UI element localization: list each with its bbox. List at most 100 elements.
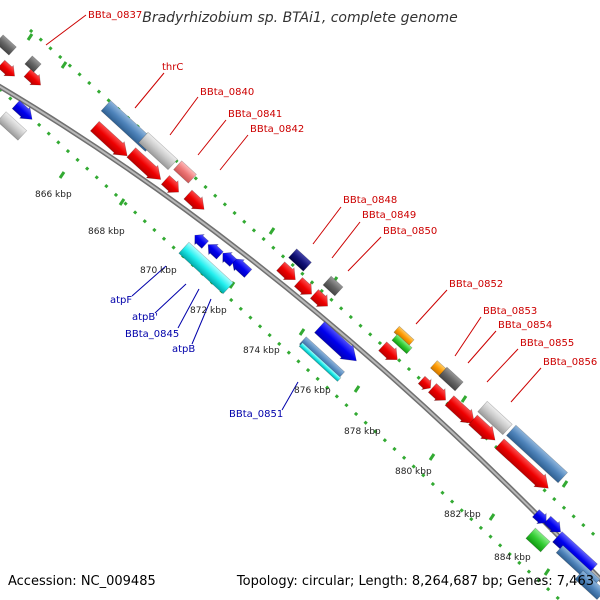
gene-feature[interactable] (444, 394, 481, 430)
tick-minor-6 (488, 513, 496, 521)
gene-label[interactable]: thrC (162, 62, 183, 73)
label-leader-lines (45, 14, 542, 411)
gene-feature[interactable] (173, 160, 197, 184)
gene-feature[interactable] (227, 253, 253, 279)
gene-label[interactable]: BBta_0851 (229, 409, 283, 420)
leader-line (467, 330, 497, 364)
tick-major-2 (268, 227, 276, 235)
leader-line (454, 316, 482, 357)
gene-feature[interactable] (275, 260, 301, 285)
gene-feature[interactable] (178, 241, 234, 295)
map-title: Bradyrhizobium sp. BTAi1, complete genom… (142, 10, 458, 26)
gene-feature[interactable] (293, 276, 317, 300)
gene-label[interactable]: atpF (110, 295, 132, 306)
gene-label[interactable]: BBta_0841 (228, 109, 282, 120)
accession-text: Accession: NC_009485 (8, 574, 156, 589)
gene-features[interactable] (0, 34, 600, 600)
gene-feature[interactable] (525, 527, 551, 553)
gene-feature[interactable] (322, 275, 344, 297)
tick-minor-5 (428, 453, 436, 461)
gene-feature[interactable] (138, 131, 178, 171)
scale-tick-label: 872 kbp (190, 306, 227, 316)
gene-label[interactable]: BBta_0842 (250, 124, 304, 135)
leader-line (219, 134, 249, 171)
leader-line (510, 367, 542, 403)
gene-feature[interactable] (190, 230, 210, 250)
gene-label[interactable]: BBta_0855 (520, 338, 574, 349)
gene-feature[interactable] (531, 508, 551, 528)
gene-feature[interactable] (11, 99, 37, 125)
gene-feature[interactable] (288, 248, 312, 272)
gene-feature[interactable] (313, 320, 363, 368)
leader-line (191, 298, 212, 345)
gene-feature[interactable] (467, 414, 501, 447)
leader-line (134, 72, 165, 109)
gene-feature[interactable] (506, 424, 568, 484)
leader-line (169, 96, 199, 136)
tick-minor-0 (58, 171, 66, 179)
gene-feature[interactable] (160, 174, 184, 198)
gene-feature[interactable] (0, 59, 19, 81)
gene-feature[interactable] (126, 146, 167, 186)
scale-tick-label: 884 kbp (494, 553, 531, 563)
gene-feature[interactable] (218, 248, 238, 268)
scale-tick-label: 882 kbp (444, 510, 481, 520)
tick-major-1 (60, 61, 68, 69)
gene-feature[interactable] (391, 333, 413, 355)
leader-line (331, 221, 361, 259)
gene-feature[interactable] (182, 189, 209, 216)
gene-feature[interactable] (0, 111, 28, 141)
gene-label[interactable]: BBta_0845 (125, 329, 179, 340)
backbone-highlight (0, 85, 600, 581)
scale-tick-label: 878 kbp (344, 427, 381, 437)
gene-feature[interactable] (203, 239, 224, 260)
gene-label[interactable]: BBta_0837 (88, 10, 142, 21)
gene-feature[interactable] (574, 570, 600, 600)
leader-line (197, 119, 227, 156)
leader-line (177, 288, 200, 329)
gene-feature[interactable] (438, 366, 464, 392)
gene-label[interactable]: BBta_0853 (483, 306, 537, 317)
tick-minor-4 (353, 385, 361, 393)
gene-feature[interactable] (0, 34, 17, 56)
tick-major-0 (26, 33, 34, 41)
gene-feature[interactable] (89, 120, 133, 162)
leader-line (45, 14, 87, 46)
leader-line (415, 289, 448, 325)
scale-tick-label: 876 kbp (294, 386, 331, 396)
tick-major-5 (561, 480, 569, 488)
scale-tick-label: 868 kbp (88, 227, 125, 237)
tick-minor-1 (118, 198, 126, 206)
gene-label[interactable]: BBta_0854 (498, 320, 552, 331)
gene-label[interactable]: BBta_0852 (449, 279, 503, 290)
gene-feature[interactable] (417, 375, 435, 393)
scale-tick-label: 880 kbp (395, 467, 432, 477)
genome-summary-text: Topology: circular; Length: 8,264,687 bp… (236, 574, 594, 589)
gene-label[interactable]: atpB (172, 344, 195, 355)
leader-line (486, 348, 519, 383)
tick-minor-3 (298, 328, 306, 336)
gene-feature[interactable] (427, 382, 451, 406)
gene-feature[interactable] (298, 342, 342, 382)
gene-feature[interactable] (23, 68, 46, 90)
gene-feature[interactable] (494, 437, 554, 494)
tick-major-4 (460, 395, 468, 403)
scale-tick-label: 870 kbp (140, 266, 177, 276)
gene-label[interactable]: BBta_0840 (200, 87, 254, 98)
gene-label[interactable]: BBta_0849 (362, 210, 416, 221)
gene-label[interactable]: atpB' (132, 312, 158, 323)
leader-line (131, 265, 167, 297)
scale-tick-label: 866 kbp (35, 190, 72, 200)
gene-feature[interactable] (309, 288, 333, 312)
gene-feature[interactable] (477, 400, 513, 436)
leader-line (154, 283, 187, 314)
gene-feature[interactable] (24, 55, 42, 73)
gene-feature[interactable] (377, 340, 403, 365)
gene-label[interactable]: BBta_0856 (543, 357, 597, 368)
tick-minor-2 (228, 281, 236, 289)
gene-label[interactable]: BBta_0848 (343, 195, 397, 206)
gene-label[interactable]: BBta_0850 (383, 226, 437, 237)
gene-feature[interactable] (543, 515, 566, 537)
